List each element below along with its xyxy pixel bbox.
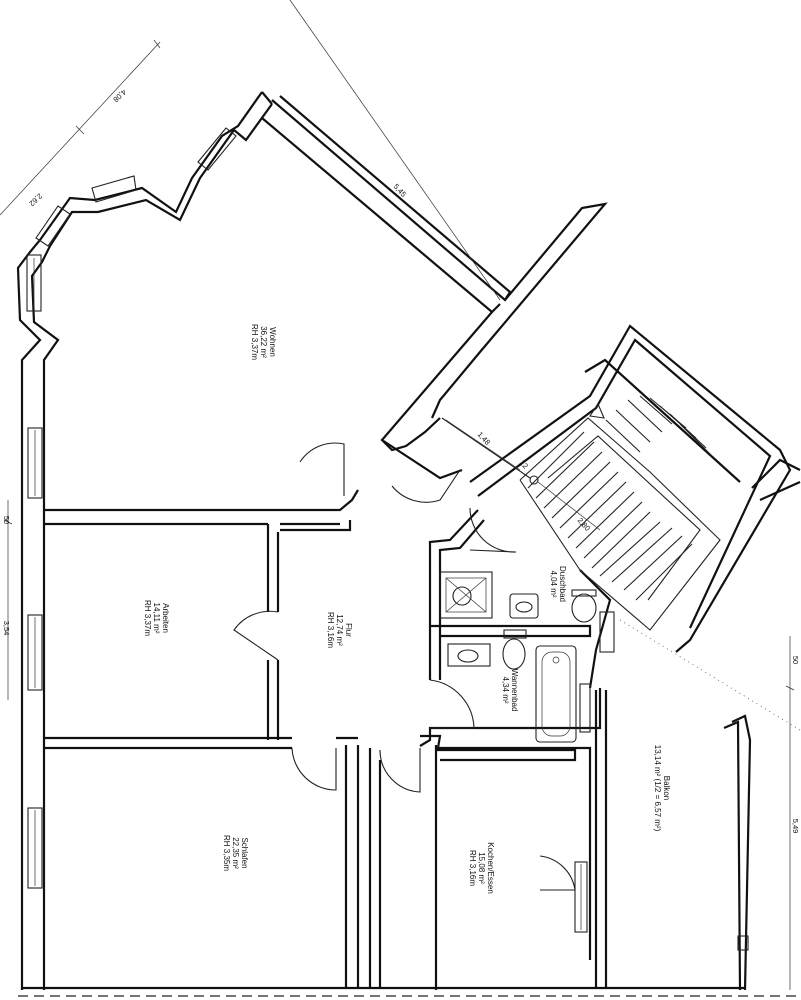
dim-stair-b: 12 — [518, 458, 530, 470]
interior-walls — [44, 439, 752, 991]
room-label-flur: Flur 12,74 m² RH 3,16m — [326, 612, 353, 648]
dim-left-diag: 2,62 — [27, 192, 44, 209]
room-label-balkon: Balkon 13,14 m² (1/2 = 6,57 m²) — [653, 745, 671, 832]
dim-right-small: 50 — [791, 656, 800, 664]
arbeiten-name: Arbeiten — [161, 603, 170, 633]
balkon-name: Balkon — [662, 776, 671, 800]
dim-stair-c: 2,80 — [576, 516, 592, 533]
schlafen-area: 22,35 m² — [231, 837, 240, 869]
windows-left — [26, 127, 237, 889]
wohnen-name: Wohnen — [268, 327, 277, 357]
arbeiten-height: RH 3,37m — [143, 600, 152, 636]
wannenbad-area: 4,34 m² — [501, 676, 510, 703]
dim-right-long: 5,49 — [791, 819, 800, 834]
duschbad-area: 4,04 m² — [549, 570, 558, 597]
room-label-schlafen: Schlafen 22,35 m² RH 3,35m — [222, 835, 249, 871]
doors — [233, 442, 576, 891]
kochen-name: Kochen/Essen — [486, 842, 495, 894]
schlafen-height: RH 3,35m — [222, 835, 231, 871]
room-label-duschbad: Duschbad 4,04 m² — [549, 566, 567, 602]
dim-left-mid: 3,54 — [2, 621, 11, 636]
staircase — [441, 395, 801, 731]
room-label-wannenbad: Wannenbad 4,34 m² — [501, 669, 519, 712]
dim-left-small: 50 — [2, 516, 11, 524]
wohnen-height: RH 3,37m — [250, 324, 259, 360]
flur-height: RH 3,16m — [326, 612, 335, 648]
flur-name: Flur — [344, 623, 353, 637]
arbeiten-area: 14,11 m² — [152, 603, 161, 634]
exterior-walls — [16, 91, 801, 997]
dim-top-diag: 4,08 — [111, 88, 128, 105]
room-label-arbeiten: Arbeiten 14,11 m² RH 3,37m — [143, 600, 170, 636]
schlafen-name: Schlafen — [240, 837, 249, 868]
kochen-height: RH 3,16m — [468, 850, 477, 886]
dim-stair-a: 1,48 — [476, 430, 492, 447]
balkon-area: 13,14 m² (1/2 = 6,57 m²) — [653, 745, 662, 832]
dim-upper-wall: 5,45 — [392, 182, 408, 199]
duschbad-name: Duschbad — [558, 566, 567, 602]
wohnen-area: 36,22 m² — [259, 326, 268, 358]
fixtures — [439, 571, 597, 743]
flur-area: 12,74 m² — [335, 614, 344, 646]
kochen-area: 15,08 m² — [477, 852, 486, 884]
room-label-wohnen: Wohnen 36,22 m² RH 3,37m — [250, 324, 277, 360]
wannenbad-name: Wannenbad — [510, 669, 519, 712]
room-label-kochen: Kochen/Essen 15,08 m² RH 3,16m — [468, 842, 495, 894]
